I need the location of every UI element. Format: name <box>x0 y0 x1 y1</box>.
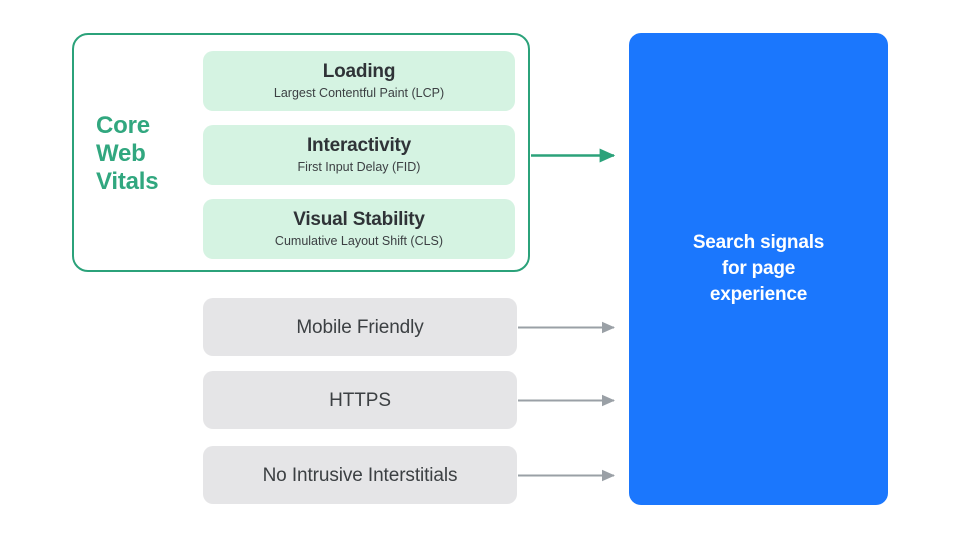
metric-subtitle: Cumulative Layout Shift (CLS) <box>274 234 444 248</box>
signal-label: No Intrusive Interstitials <box>262 464 458 486</box>
search-signals-text: Search signals for page experience <box>692 232 825 305</box>
metric-title: Interactivity <box>306 135 412 156</box>
metric-card-loading: Loading Largest Contentful Paint (LCP) <box>203 51 515 111</box>
metric-title: Visual Stability <box>293 209 425 230</box>
metric-subtitle: First Input Delay (FID) <box>297 160 421 174</box>
metric-subtitle: Largest Contentful Paint (LCP) <box>273 86 445 100</box>
search-signals-panel: Search signals for page experience <box>629 33 888 505</box>
signal-box-mobile-friendly: Mobile Friendly <box>203 298 517 356</box>
core-web-vitals-label: Core Web Vitals <box>96 112 159 195</box>
signal-box-no-intrusive-interstitials: No Intrusive Interstitials <box>203 446 517 504</box>
signal-label: Mobile Friendly <box>296 316 424 338</box>
metric-title: Loading <box>322 61 396 82</box>
signal-label: HTTPS <box>329 389 391 411</box>
signal-box-https: HTTPS <box>203 371 517 429</box>
metric-card-visual-stability: Visual Stability Cumulative Layout Shift… <box>203 199 515 259</box>
metric-card-interactivity: Interactivity First Input Delay (FID) <box>203 125 515 185</box>
